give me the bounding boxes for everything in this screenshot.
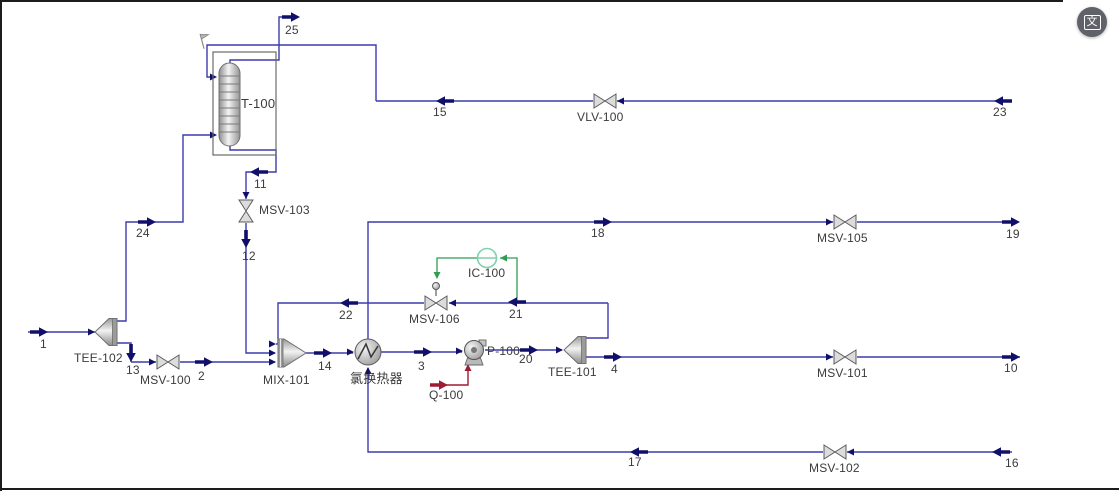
stream-14-arrow[interactable]: [314, 348, 332, 358]
mix-101-icon[interactable]: [277, 338, 307, 368]
stream-2-arrow[interactable]: [195, 357, 213, 367]
stream-3-label: 3: [418, 359, 425, 373]
control-valve-msv-106-icon[interactable]: [424, 282, 448, 311]
controller-ic100-icon[interactable]: [476, 247, 498, 269]
q-100-label: Q-100: [429, 388, 464, 402]
stream-13-arrow[interactable]: [126, 344, 136, 362]
msv-106-label: MSV-106: [409, 312, 460, 326]
tee-102-label: TEE-102: [74, 351, 123, 365]
p-100-label: P-100: [487, 344, 521, 358]
stream-25-label: 25: [285, 23, 299, 37]
stream-2-label: 2: [198, 369, 205, 383]
stream-12-arrow[interactable]: [241, 230, 251, 248]
stream-10-label: 10: [1004, 361, 1018, 375]
stream-4-arrow[interactable]: [604, 352, 622, 362]
mix-101-label: MIX-101: [263, 373, 310, 387]
heat-exchanger-icon[interactable]: [354, 338, 382, 366]
stream-13-label: 13: [126, 363, 140, 377]
stream-arrows: [30, 12, 1020, 457]
stream-18-label: 18: [591, 226, 605, 240]
stream-20-label: 20: [519, 352, 533, 366]
transfer-flag-icon: [199, 33, 210, 49]
valve-msv-101-icon[interactable]: [833, 349, 857, 365]
heat-exchanger-label: 氯换热器: [350, 371, 403, 386]
msv-101-label: MSV-101: [817, 366, 868, 380]
stream-17-label: 17: [628, 455, 642, 469]
msv-105-label: MSV-105: [817, 231, 868, 245]
translate-overlay-button[interactable]: 文: [1077, 7, 1107, 37]
stream-24-label: 24: [136, 226, 150, 240]
valve-msv-103-icon[interactable]: [238, 199, 254, 223]
valve-vlv-100-icon[interactable]: [593, 93, 617, 109]
msv-102-label: MSV-102: [809, 461, 860, 475]
stream-11-arrow[interactable]: [250, 167, 268, 177]
stream-21-arrow[interactable]: [508, 297, 526, 307]
stream-22-arrow[interactable]: [340, 298, 358, 308]
msv-103-label: MSV-103: [259, 203, 310, 217]
stream-3-arrow[interactable]: [414, 347, 432, 357]
valve-msv-102-icon[interactable]: [823, 444, 847, 460]
stream-14-label: 14: [318, 359, 332, 373]
stream-15-label: 15: [433, 105, 447, 119]
stream-1-label: 1: [40, 337, 47, 351]
column-t100-icon[interactable]: [218, 62, 241, 147]
valve-msv-100-icon[interactable]: [156, 354, 180, 370]
stream-23-label: 23: [993, 105, 1007, 119]
stream-16-label: 16: [1005, 456, 1019, 470]
stream-19-label: 19: [1006, 227, 1020, 241]
translate-icon: 文: [1083, 14, 1101, 30]
t-100-label: T-100: [241, 96, 276, 111]
vlv-100-label: VLV-100: [577, 110, 624, 124]
ic-100-label: IC-100: [468, 266, 506, 280]
tee-102-icon[interactable]: [94, 318, 118, 346]
stream-11-label: 11: [254, 177, 267, 191]
pump-p100-icon[interactable]: [464, 339, 487, 366]
stream-21-label: 21: [509, 307, 523, 321]
stream-19-arrow[interactable]: [1002, 217, 1020, 227]
column-subflowsheet-boundary[interactable]: [212, 51, 277, 156]
stream-25-arrow[interactable]: [282, 12, 300, 22]
stream-4-label: 4: [611, 362, 618, 376]
tee-101-label: TEE-101: [548, 365, 597, 379]
tee-101-icon[interactable]: [563, 336, 587, 364]
stream-12-label: 12: [242, 249, 256, 263]
connection-arrowheads: [88, 73, 854, 456]
stream-22-label: 22: [339, 308, 353, 322]
energy-stream-line: [432, 365, 469, 386]
stream-1-arrow[interactable]: [30, 327, 48, 337]
valve-msv-105-icon[interactable]: [833, 214, 857, 230]
msv-100-label: MSV-100: [140, 373, 191, 387]
